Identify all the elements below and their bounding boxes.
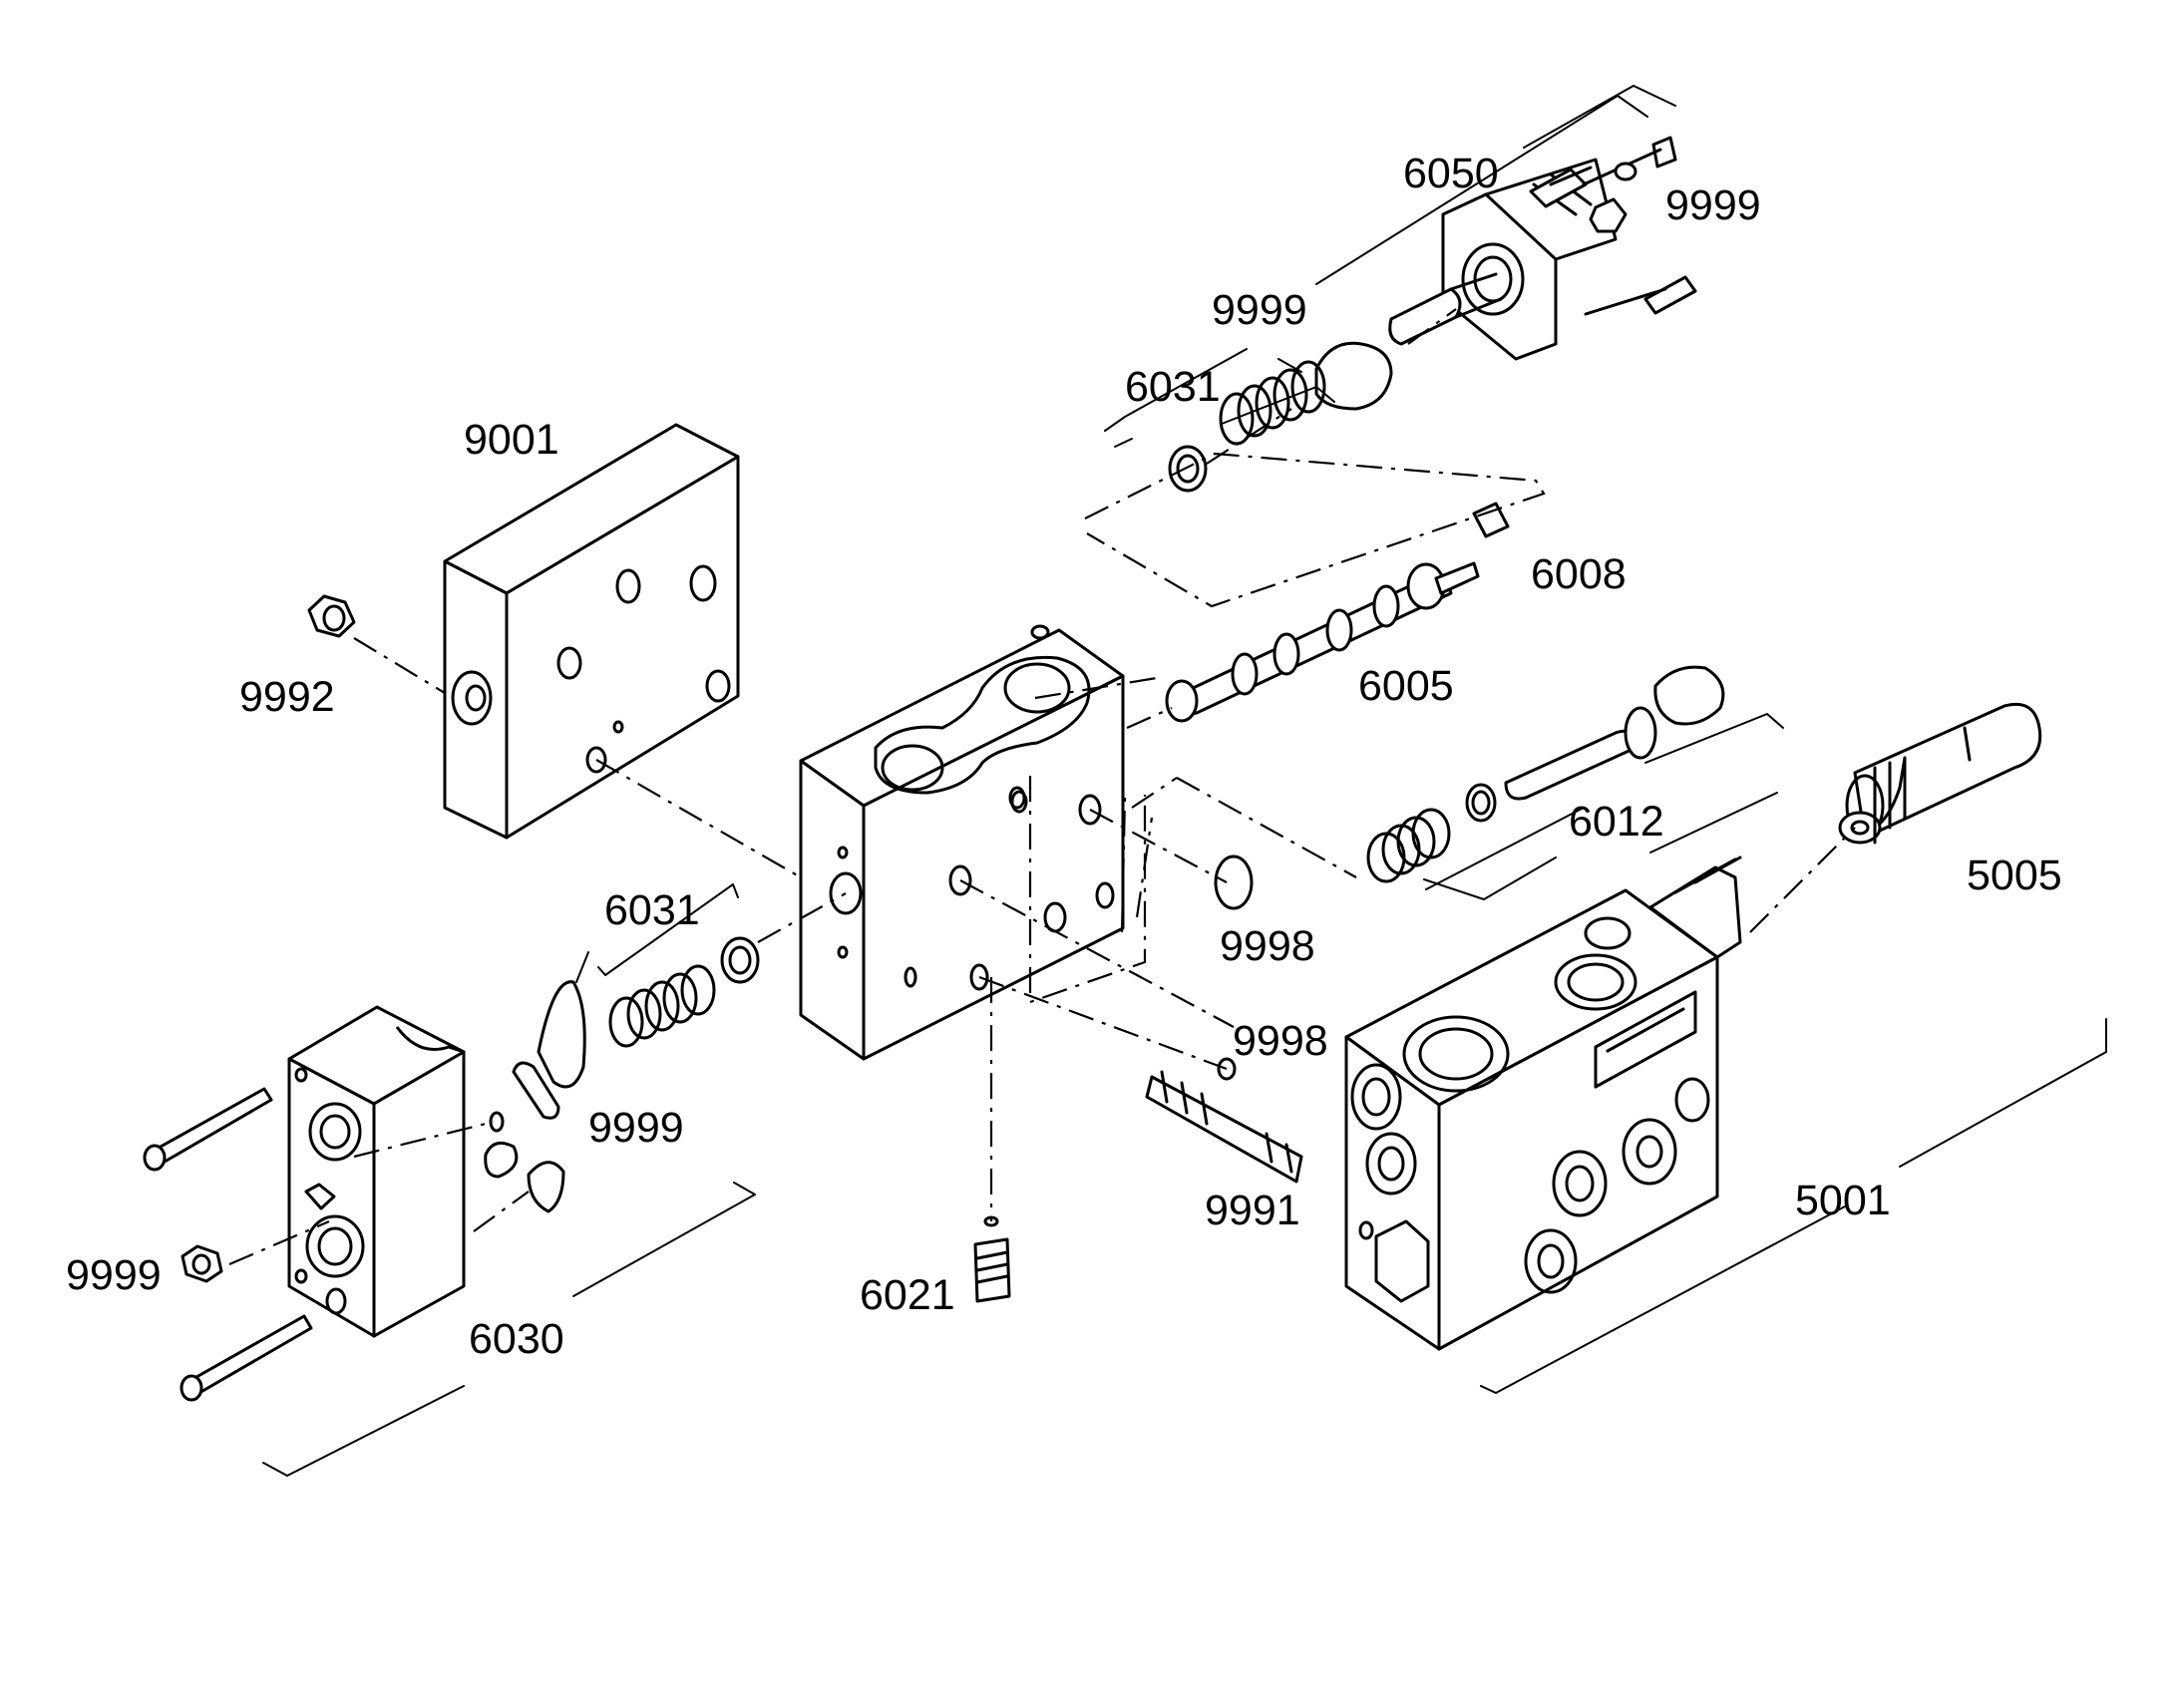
part-6012-relief <box>1366 665 1725 883</box>
label-9998-large: 9998 <box>1220 922 1315 970</box>
label-leader-lines <box>262 85 2107 1477</box>
label-6021: 6021 <box>860 1271 955 1319</box>
part-6005-spool <box>1165 561 1480 723</box>
label-6031-lower: 6031 <box>604 886 700 934</box>
part-9001-cover-plate <box>443 423 740 840</box>
label-9999-upper-seal: 9999 <box>1212 286 1307 334</box>
part-6008-plug <box>1472 502 1510 538</box>
label-6005: 6005 <box>1358 662 1454 710</box>
label-5001: 5001 <box>1795 1177 1891 1224</box>
part-6030-end-plate <box>287 1005 466 1338</box>
label-5005: 5005 <box>1967 852 2062 899</box>
label-9999-lower-seals: 9999 <box>588 1104 684 1152</box>
label-6012: 6012 <box>1569 798 1664 846</box>
part-6021-valve <box>973 1215 1011 1303</box>
part-6031-lower-spring <box>608 936 760 1048</box>
part-5005-cartridge <box>1838 702 2042 845</box>
part-number-labels: 6050 9999 9999 6031 9001 6008 9992 6005 … <box>66 150 2062 1363</box>
label-9991: 9991 <box>1205 1187 1300 1234</box>
label-6008: 6008 <box>1531 550 1627 598</box>
label-9999-nut: 9999 <box>66 1251 162 1299</box>
label-9998-small: 9998 <box>1233 1017 1328 1065</box>
part-9992-nut <box>307 594 356 638</box>
label-9999-top-right: 9999 <box>1665 181 1761 229</box>
part-6050-bolts <box>1529 136 1697 316</box>
part-6031-upper-spring <box>1168 360 1326 493</box>
label-6050: 6050 <box>1403 150 1499 197</box>
part-6050-actuator <box>1388 158 1618 361</box>
part-central-valve-body <box>799 624 1147 1061</box>
label-9992: 9992 <box>239 673 335 721</box>
label-6031-upper: 6031 <box>1125 363 1221 411</box>
label-6030: 6030 <box>469 1315 564 1363</box>
part-9991-stud <box>1145 1070 1303 1184</box>
part-9998-orings <box>1214 854 1254 1081</box>
label-9001: 9001 <box>464 416 559 464</box>
part-9999-upper-seal <box>1314 341 1393 411</box>
part-5001-main-block <box>1344 855 1742 1351</box>
part-9999-lower-seals <box>484 980 586 1213</box>
assembly-centerlines <box>228 308 1856 1266</box>
part-6030-bolts <box>143 1087 313 1402</box>
